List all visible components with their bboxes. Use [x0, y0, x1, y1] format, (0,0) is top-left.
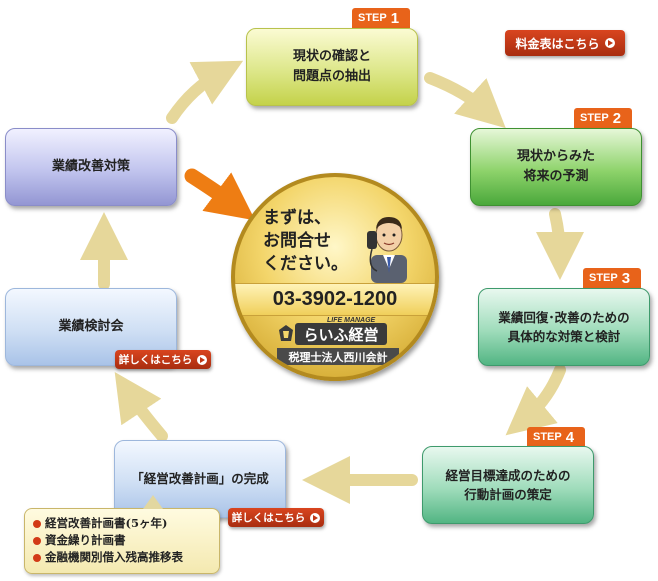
step2-tab-label: STEP [580, 112, 609, 124]
document-name: 資金繰り計画書 [45, 533, 126, 547]
contact-circle: まずは、 お問合せ ください。 03-3902-1200 LIFE MANAGE… [231, 173, 439, 381]
plan-box: 「経営改善計画」の完成 [114, 440, 286, 518]
plan-details-button[interactable]: 詳しくはこちら [228, 508, 324, 527]
company-logo: らいふ経営 [295, 323, 387, 345]
arrow-step2-to-step3 [535, 208, 584, 280]
bullet-icon [33, 536, 41, 545]
document-item: 金融機関別借入残高推移表 [33, 549, 211, 566]
step1-box: 現状の確認と 問題点の抽出 [246, 28, 418, 106]
bullet-icon [33, 553, 41, 562]
step3-text: 業績回復･改善のための 具体的な対策と検討 [498, 309, 630, 344]
step2-box: 現状からみた 将来の予測 [470, 128, 642, 206]
person-on-phone-icon [367, 217, 407, 283]
arrow-step3-to-step4 [505, 364, 566, 436]
document-name: 経営改善計画書(5ヶ年) [45, 516, 168, 530]
arrow-plan-to-review [114, 372, 168, 442]
measures-text: 業績改善対策 [51, 158, 130, 174]
documents-callout: 経営改善計画書(5ヶ年) 資金繰り計画書 金融機関別借入残高推移表 [24, 495, 220, 574]
step3-tab-number: 3 [621, 269, 631, 287]
review-details-button[interactable]: 詳しくはこちら [115, 350, 211, 369]
arrow-right-icon [604, 38, 615, 48]
review-text: 業績検討会 [58, 318, 124, 334]
arrow-step1-to-step2 [424, 72, 506, 129]
step1-tab-label: STEP [358, 12, 387, 24]
firm-name: 税理士法人西川会計 [277, 348, 399, 365]
step3-box: 業績回復･改善のための 具体的な対策と検討 [478, 288, 650, 366]
plan-details-label: 詳しくはこちら [231, 512, 306, 524]
measures-box: 業績改善対策 [5, 128, 177, 206]
step3-tab-label: STEP [589, 272, 618, 284]
step1-text: 現状の確認と 問題点の抽出 [292, 48, 371, 84]
document-item: 経営改善計画書(5ヶ年) [33, 515, 211, 532]
phone-number[interactable]: 03-3902-1200 [235, 283, 435, 316]
step4-tab-label: STEP [533, 431, 562, 443]
bullet-icon [33, 519, 41, 528]
company-logo-icon [279, 325, 293, 341]
step2-tab-number: 2 [612, 109, 622, 127]
contact-message: まずは、 お問合せ ください。 [263, 208, 348, 274]
price-list-button-label: 料金表はこちら [515, 36, 600, 51]
step2-text: 現状からみた 将来の予測 [516, 148, 595, 184]
callout-tail [143, 495, 163, 509]
logo-subtitle: LIFE MANAGE [327, 317, 376, 324]
arrow-measures-to-step1 [166, 60, 244, 124]
document-item: 資金繰り計画書 [33, 532, 211, 549]
arrow-right-icon [197, 354, 208, 365]
step4-tab-number: 4 [565, 428, 575, 446]
step4-box: 経営目標達成のための 行動計画の策定 [422, 446, 594, 524]
arrow-to-contact [184, 168, 256, 221]
document-name: 金融機関別借入残高推移表 [45, 550, 183, 564]
step4-text: 経営目標達成のための 行動計画の策定 [445, 467, 571, 502]
review-details-label: 詳しくはこちら [118, 354, 193, 366]
step1-tab-number: 1 [390, 9, 400, 27]
arrow-right-icon [310, 512, 321, 523]
price-list-button[interactable]: 料金表はこちら [505, 30, 625, 56]
plan-text: 「経営改善計画」の完成 [131, 471, 269, 487]
